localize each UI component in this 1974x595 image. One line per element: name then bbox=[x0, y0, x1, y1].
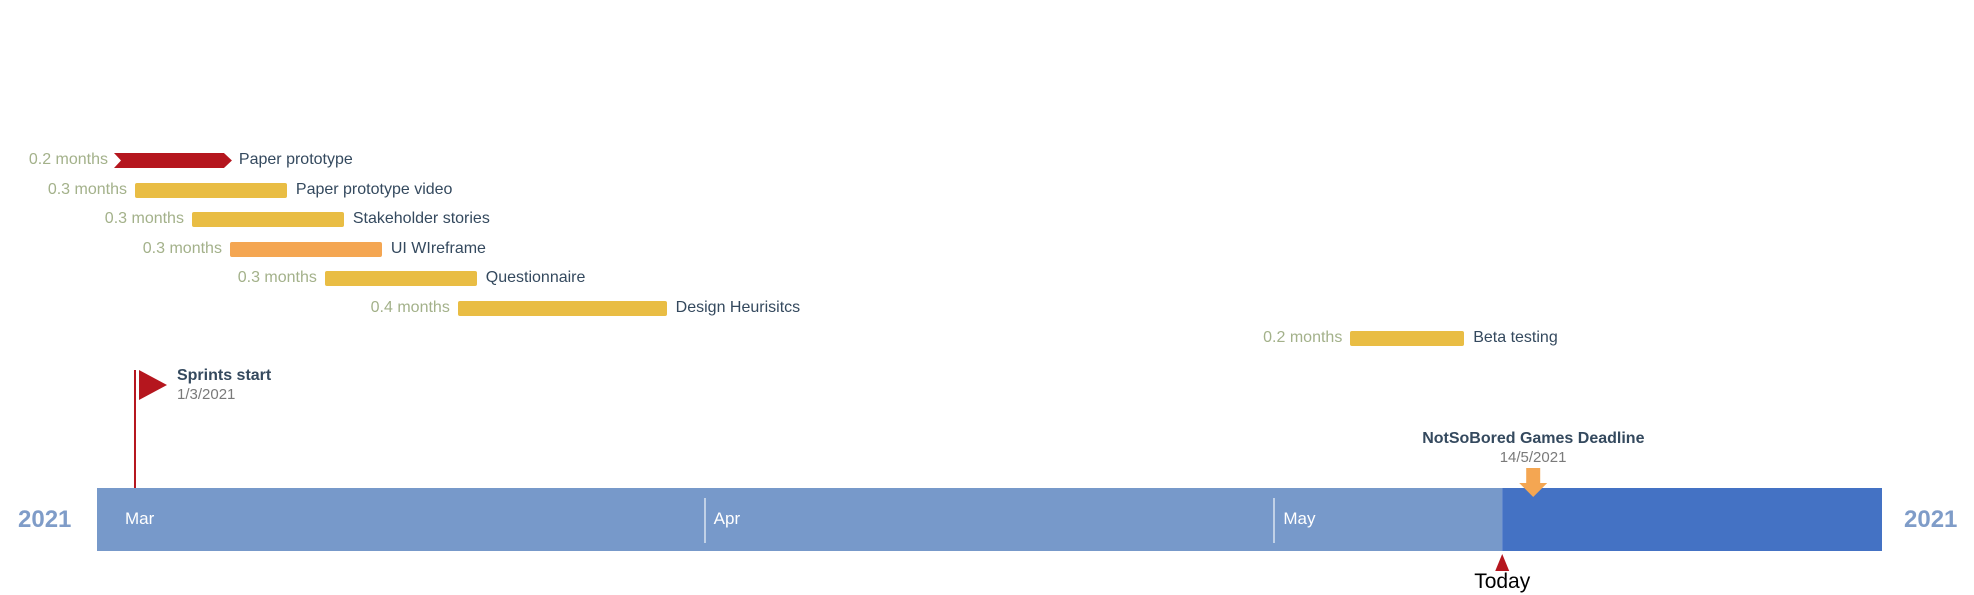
task-row: 0.3 months Stakeholder stories bbox=[0, 209, 1974, 229]
task-label: Questionnaire bbox=[485, 269, 586, 287]
task-bar-beta-testing bbox=[1350, 330, 1465, 346]
task-bar-ui-wireframe bbox=[229, 241, 382, 257]
task-bar-questionnaire bbox=[324, 271, 477, 287]
task-bar-design-heurisitcs bbox=[457, 301, 667, 316]
task-duration: 0.3 months bbox=[142, 239, 222, 257]
task-duration: 0.3 months bbox=[47, 180, 127, 198]
task-bar-stakeholder-stories bbox=[191, 212, 344, 228]
month-label-mar: Mar bbox=[124, 509, 155, 528]
task-duration: 0.4 months bbox=[370, 299, 450, 316]
task-label: Paper prototype video bbox=[295, 180, 453, 198]
task-row: 0.2 months Beta testing bbox=[0, 328, 1974, 348]
timeline-band bbox=[97, 488, 1882, 551]
timeline-past bbox=[97, 488, 1503, 551]
milestone-flag-icon bbox=[138, 370, 167, 400]
year-label-left: 2021 bbox=[18, 506, 72, 533]
task-row: 0.4 months Design Heurisitcs bbox=[0, 298, 1974, 318]
timeline-future bbox=[1502, 488, 1882, 551]
task-label: Beta testing bbox=[1473, 328, 1558, 346]
task-duration: 0.3 months bbox=[237, 269, 317, 287]
today-marker-icon bbox=[1495, 554, 1510, 571]
today-label: Today bbox=[1474, 570, 1531, 593]
milestone-title: NotSoBored Games Deadline bbox=[1422, 430, 1645, 447]
year-label-right: 2021 bbox=[1904, 506, 1958, 533]
task-duration: 0.3 months bbox=[104, 210, 184, 228]
task-label: UI WIreframe bbox=[390, 239, 486, 257]
task-bar-paper-prototype-video bbox=[134, 182, 287, 198]
task-row: 0.2 months Paper prototype bbox=[0, 150, 1974, 170]
task-row: 0.3 months Paper prototype video bbox=[0, 180, 1974, 200]
task-bar-shape bbox=[113, 153, 232, 168]
month-divider bbox=[1273, 498, 1276, 543]
month-divider bbox=[703, 498, 706, 543]
milestone-date: 14/5/2021 bbox=[1499, 449, 1567, 466]
task-row: 0.3 months UI WIreframe bbox=[0, 239, 1974, 259]
task-label: Paper prototype bbox=[238, 151, 353, 168]
month-label-may: May bbox=[1283, 509, 1316, 528]
milestone-date: 1/3/2021 bbox=[176, 386, 236, 403]
task-row: 0.3 months Questionnaire bbox=[0, 268, 1974, 288]
task-duration: 0.2 months bbox=[1263, 328, 1343, 346]
task-label: Design Heurisitcs bbox=[675, 299, 801, 316]
task-duration: 0.2 months bbox=[28, 151, 108, 168]
month-label-apr: Apr bbox=[713, 509, 741, 528]
task-bar-paper-prototype bbox=[113, 153, 232, 168]
task-label: Stakeholder stories bbox=[352, 210, 490, 228]
milestone-title: Sprints start bbox=[176, 367, 272, 384]
